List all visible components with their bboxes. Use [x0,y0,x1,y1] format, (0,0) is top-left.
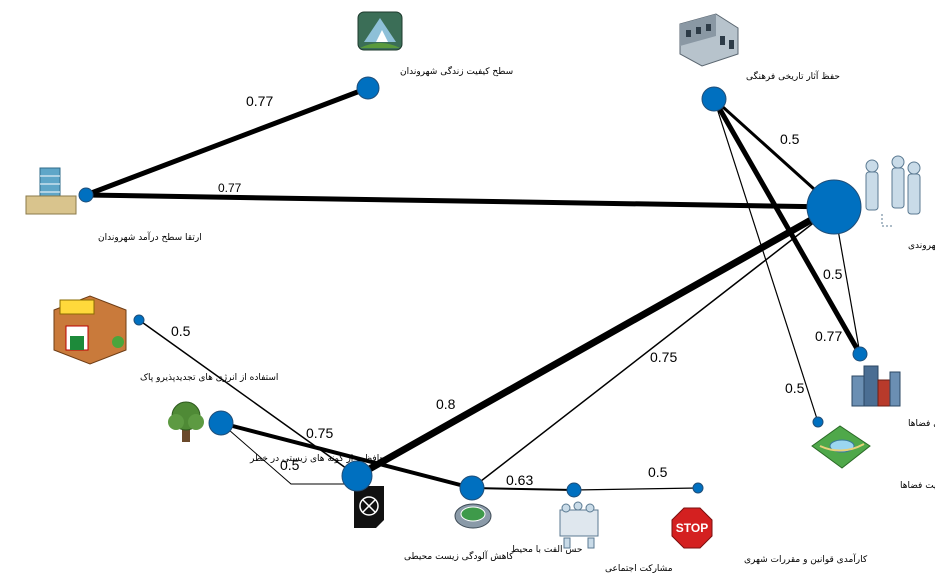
edge-weight-label: 0.5 [648,464,668,480]
city-icon [851,365,901,407]
node-label-identity: هویت فرهنگی فضاها [908,417,935,429]
tree-icon [168,401,204,442]
stadium-icon [454,503,492,529]
node-pollution[interactable] [341,460,373,492]
node-label-participation: مشارکت اجتماعی [605,564,673,574]
node-belonging[interactable] [459,475,485,501]
node-labels: سطح کیفیت زندگی شهروندان حفظ آثار تاریخی… [98,65,935,574]
node-label-beauty: زیبایی بصری و جذابیت فضاها [900,481,935,491]
node-heritage[interactable] [701,86,727,112]
edge-weight-label: 0.77 [218,181,242,195]
node-label-education: آموزش های شهروندی [908,239,935,251]
park-map-icon [811,425,871,469]
edge-weight-label: 0.5 [780,131,800,147]
node-label-quality: سطح کیفیت زندگی شهروندان [400,65,513,77]
edge-weight-label: 0.8 [436,396,456,412]
edge-weight-label: 0.63 [506,472,533,488]
edge-species-belonging [219,421,474,490]
node-participation[interactable] [566,482,582,498]
edge-education-belonging [471,206,835,489]
edge-heritage-identity [711,96,863,357]
edge-weight-label: 0.75 [306,425,333,441]
node-laws[interactable] [692,482,704,494]
edge-labels: 0.77 0.77 0.5 0.5 0.77 0.5 0.5 0.75 0.8 … [171,93,843,488]
edge-participation-laws [573,487,699,491]
edge-species-pollution [220,422,358,485]
edge-income-quality [83,85,371,198]
edge-weight-label: 0.5 [785,380,805,396]
landscape-icon [357,11,403,51]
node-species[interactable] [208,410,234,436]
edge-weight-label: 0.5 [171,323,191,339]
node-energy[interactable] [133,314,145,326]
edge-weight-label: 0.75 [650,349,677,365]
meeting-icon [559,501,599,549]
edges [83,85,863,491]
edge-education-pollution [353,203,838,480]
node-label-pollution: کاهش آلودگی زیست محیطی [404,550,514,562]
store-icon [53,295,127,365]
node-label-laws: کارآمدی قوانین و مقررات شهری [744,553,868,565]
node-identity[interactable] [852,346,868,362]
svg-text:STOP: STOP [676,521,708,535]
edge-belonging-participation [471,487,575,491]
node-label-species: محافظت از گونه های زیستی در خطر [249,452,390,464]
node-education[interactable] [806,179,862,235]
building-icon [679,13,739,67]
edge-weight-label: 0.5 [280,457,300,473]
edge-energy-pollution [138,319,358,477]
node-quality[interactable] [356,76,380,100]
node-label-heritage: حفظ آثار تاریخی فرهنگی [746,70,840,82]
edge-weight-label: 0.5 [823,266,843,282]
edge-weight-label: 0.77 [246,93,273,109]
edge-income-education [83,192,837,210]
office-tower-icon [25,167,77,215]
stop-sign-icon: STOP [671,507,713,549]
people-group-icon [865,155,921,227]
node-beauty[interactable] [812,416,824,428]
nodes [78,76,868,501]
edge-weight-label: 0.77 [815,328,842,344]
node-label-income: ارتقا سطح درآمد شهروندان [98,231,202,243]
node-label-belonging: حس الفت با محیط [511,545,582,555]
node-label-energy: استفاده از انرژی های تجدیدپذیرو پاک [140,372,278,383]
pollution-sign-icon [354,486,384,528]
node-income[interactable] [78,187,94,203]
